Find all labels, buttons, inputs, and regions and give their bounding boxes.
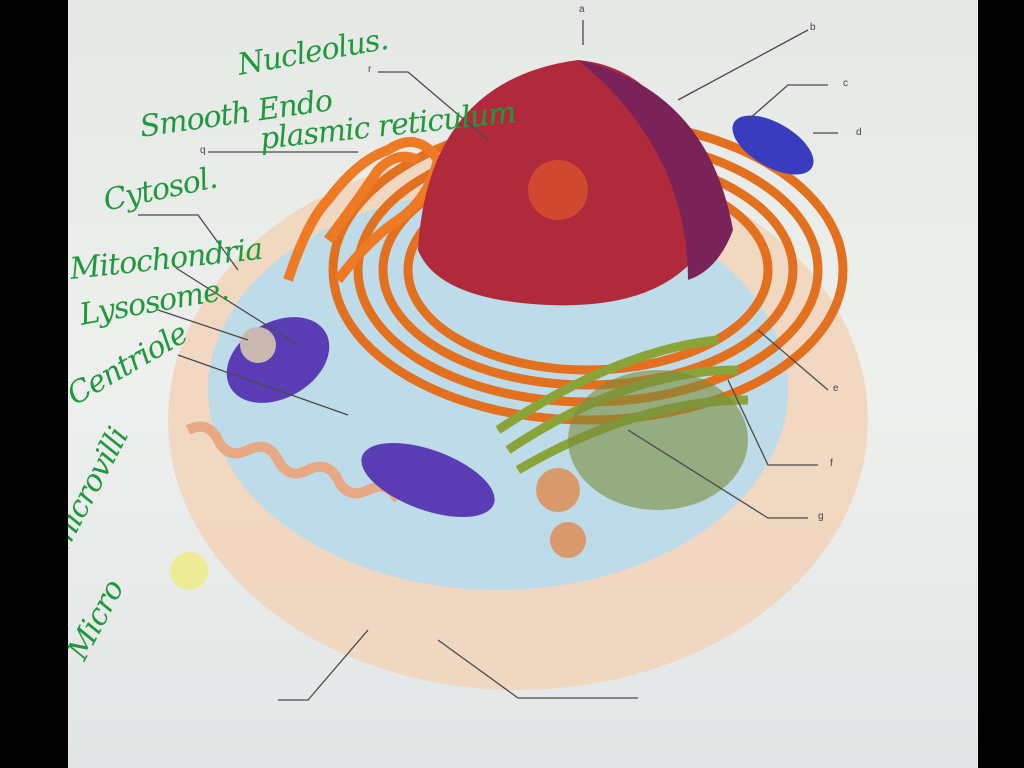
label-letter-e: e	[833, 383, 839, 394]
nucleolus	[528, 160, 588, 220]
lysosome	[240, 327, 276, 363]
vesicle	[550, 522, 586, 558]
cell-illustration	[138, 20, 868, 701]
microvilli	[185, 421, 403, 503]
mitochondrion-3	[732, 115, 814, 175]
pointer-highlight	[170, 552, 208, 590]
label-letter-r: r	[368, 64, 372, 75]
mitochondrion-2	[361, 443, 495, 517]
label-letter-f: f	[830, 458, 833, 469]
leader-lines	[138, 20, 838, 701]
label-letter-a: a	[579, 4, 585, 15]
vesicle	[536, 468, 580, 512]
cell-diagram-photo: a b c d e f g q r Nucleolus. Smooth Endo…	[68, 0, 978, 768]
label-letter-b: b	[810, 22, 816, 33]
label-letter-d: d	[856, 127, 862, 138]
nuclear-envelope-back	[578, 60, 733, 280]
label-letter-c: c	[843, 78, 848, 89]
label-letter-g: g	[818, 511, 824, 522]
golgi-body	[568, 370, 748, 510]
smooth-er	[283, 137, 444, 284]
label-letter-q: q	[200, 145, 206, 156]
